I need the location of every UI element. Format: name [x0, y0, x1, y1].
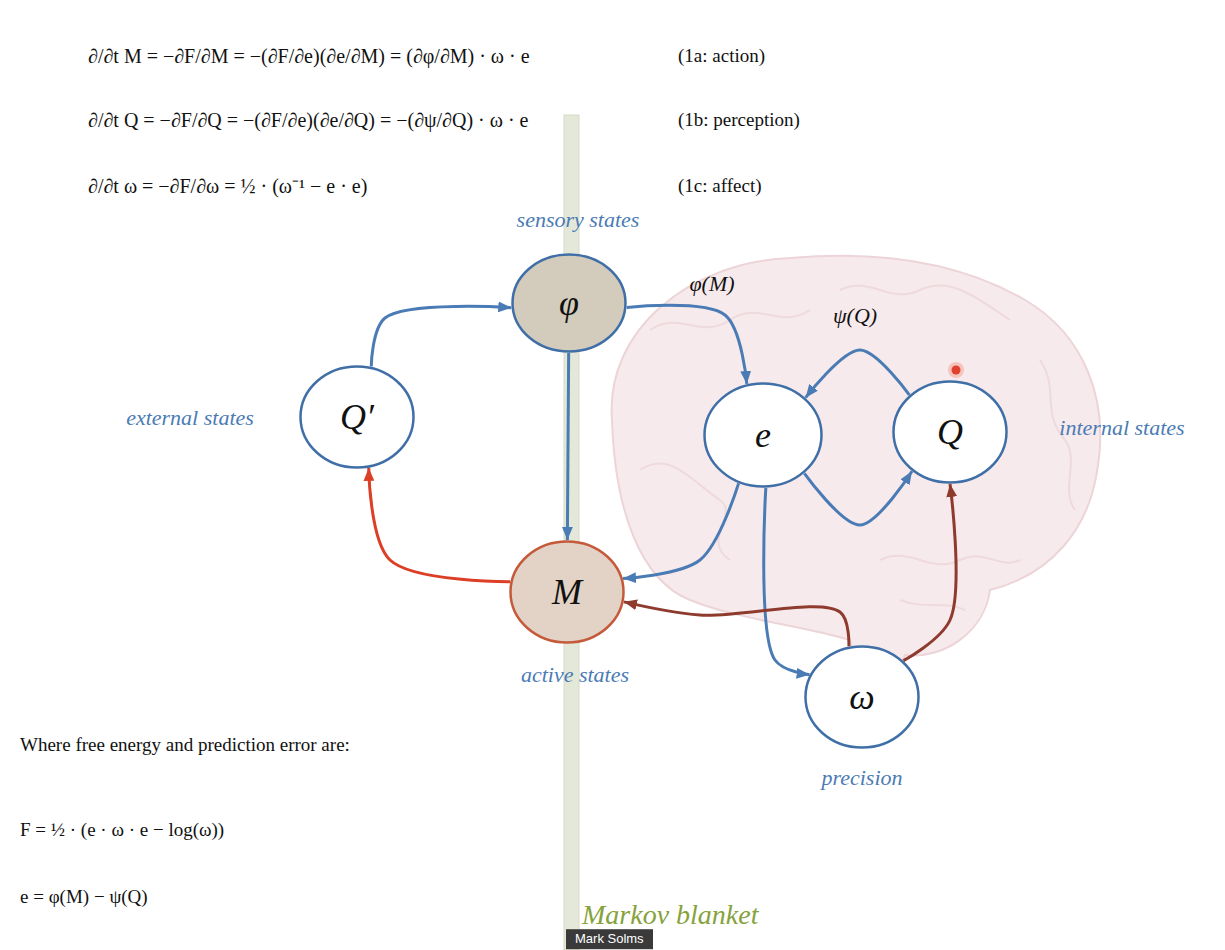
state-ellipse-frame	[299, 365, 415, 469]
presenter-caption: Mark Solms	[566, 929, 653, 949]
state-node: Q′external states	[299, 365, 415, 469]
equation-text: (1b: perception)	[678, 109, 800, 132]
state-symbol: Q	[937, 414, 963, 450]
brain-gyri	[640, 285, 1075, 610]
connector-arrow	[804, 471, 912, 525]
connector-arrow	[567, 353, 568, 540]
connector-arrow	[371, 306, 511, 366]
equation-text: F = ½ · (e · ω · e − log(ω))	[20, 819, 224, 842]
brain-outline	[612, 256, 1101, 705]
equation-text: (1a: action)	[678, 45, 765, 68]
region-label: Markov blanket	[582, 898, 759, 932]
edge-label: ψ(Q)	[833, 304, 877, 328]
gyrus	[880, 556, 1020, 565]
state-symbol: e	[755, 417, 771, 453]
state-node: ωprecision	[804, 645, 920, 749]
state-symbol: Q′	[340, 399, 374, 435]
gyrus	[640, 463, 730, 560]
state-name: precision	[821, 766, 902, 790]
state-ellipse-frame	[511, 253, 627, 353]
state-node: e	[703, 382, 823, 488]
state-node: φsensory states	[511, 253, 627, 353]
state-ellipse	[511, 542, 624, 643]
state-name: external states	[126, 406, 254, 430]
state-ellipse	[301, 367, 414, 468]
state-ellipse-frame	[509, 540, 625, 644]
state-node: Mactive states	[509, 540, 625, 644]
state-name: active states	[521, 663, 629, 687]
state-symbol: ω	[849, 679, 874, 715]
equation-text: Where free energy and prediction error a…	[20, 734, 350, 757]
cursor-dot	[952, 366, 961, 375]
equation-text: e = φ(M) − ψ(Q)	[20, 886, 148, 909]
cursor-halo	[948, 362, 964, 378]
equation-text: (1c: affect)	[678, 175, 762, 198]
state-ellipse	[894, 382, 1007, 483]
state-ellipse-frame	[892, 380, 1008, 484]
equation-text: ∂/∂t ω = −∂F/∂ω = ½ · (ω⁻¹ − e · e)	[88, 174, 367, 198]
connector-arrow	[627, 305, 747, 384]
state-symbol: φ	[559, 285, 579, 321]
state-name: internal states	[1059, 416, 1184, 440]
edge-label: φ(M)	[689, 272, 734, 296]
state-ellipse	[705, 384, 822, 487]
gyrus	[840, 285, 1010, 320]
state-ellipse	[806, 647, 919, 748]
markov-blanket-bar	[564, 115, 579, 950]
state-node: Qinternal states	[892, 380, 1008, 484]
connector-arrow	[623, 483, 739, 578]
connector-arrow	[624, 602, 849, 646]
connector-arrow	[764, 488, 810, 675]
equation-text: ∂/∂t M = −∂F/∂M = −(∂F/∂e)(∂e/∂M) = (∂φ/…	[88, 44, 530, 68]
state-symbol: M	[552, 574, 582, 610]
state-ellipse-frame	[804, 645, 920, 749]
connector-arrow	[369, 468, 510, 582]
gyrus	[1040, 360, 1075, 510]
equation-text: ∂/∂t Q = −∂F/∂Q = −(∂F/∂e)(∂e/∂Q) = −(∂ψ…	[88, 108, 528, 132]
state-ellipse-frame	[703, 382, 823, 488]
connector-arrow	[806, 350, 910, 398]
connector-arrow	[904, 484, 957, 661]
state-ellipse	[513, 255, 626, 352]
state-name: sensory states	[517, 208, 640, 232]
